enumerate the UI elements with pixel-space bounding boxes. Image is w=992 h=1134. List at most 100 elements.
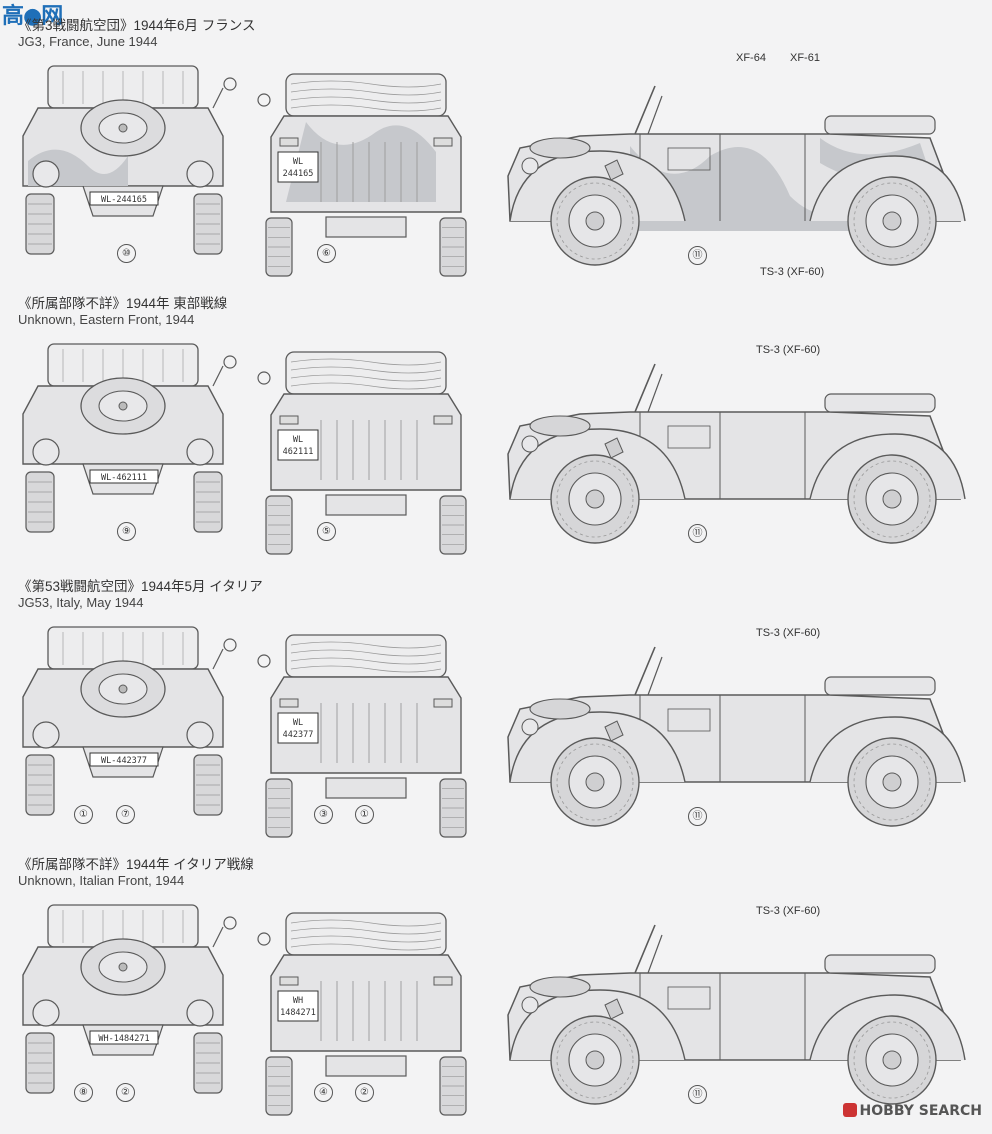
- headlight: [521, 996, 539, 1014]
- paint-label: XF-64: [736, 52, 766, 64]
- canvas-fold: [290, 104, 442, 112]
- mirror: [223, 916, 237, 930]
- tire-tread: [853, 743, 931, 821]
- rear-plate-line2: 462111: [283, 447, 314, 457]
- scheme-caption-jp: 《所属部隊不詳》1944年 東部戦線: [18, 296, 228, 311]
- mirror: [223, 355, 237, 369]
- scheme-section-2: 《所属部隊不詳》1944年 東部戦線 Unknown, Eastern Fron…: [0, 292, 992, 573]
- headlight: [186, 438, 214, 466]
- rear-plate: [277, 151, 319, 183]
- headlight: [32, 721, 60, 749]
- tire-tread: [853, 460, 931, 538]
- hub: [882, 489, 902, 509]
- scheme-caption-jp: 《第53戦闘航空団》1944年5月 イタリア: [18, 579, 263, 594]
- tail-light: [433, 415, 453, 425]
- side-callout: ⑪: [688, 807, 707, 826]
- canvas-fold: [290, 96, 442, 104]
- mirror: [257, 93, 271, 107]
- mirror: [257, 932, 271, 946]
- windscreen-post: [634, 924, 656, 974]
- headlight: [186, 721, 214, 749]
- vehicle-views: WH-1484271 WH 1484271: [22, 904, 966, 1116]
- headlight: [186, 999, 214, 1027]
- hub: [585, 772, 605, 792]
- rear-body: [270, 393, 462, 491]
- hobby-search-watermark: HOBBY SEARCH: [842, 1103, 982, 1119]
- tire-tread: [556, 743, 634, 821]
- canvas-fold: [290, 358, 442, 366]
- tail-light: [279, 698, 299, 708]
- paint-label: TS-3 (XF-60): [756, 627, 821, 639]
- canvas-fold: [290, 935, 442, 943]
- scheme-caption-en: Unknown, Italian Front, 1944: [18, 873, 185, 888]
- stencil-box: [667, 147, 711, 171]
- front-callout: ⑩: [117, 244, 136, 263]
- rear-callout: ⑤: [317, 522, 336, 541]
- folded-top: [824, 115, 936, 135]
- canvas-fold: [290, 374, 442, 382]
- front-callout: ⑨: [117, 522, 136, 541]
- rear-plate: [277, 712, 319, 744]
- rear-callout: ②: [355, 1083, 374, 1102]
- mirror: [223, 638, 237, 652]
- scheme-caption-en: JG3, France, June 1944: [18, 34, 158, 49]
- tail-light: [433, 698, 453, 708]
- paint-label: TS-3 (XF-60): [756, 905, 821, 917]
- canvas-fold: [290, 366, 442, 374]
- front-view: WL-462111: [22, 343, 237, 533]
- scheme-caption-en: Unknown, Eastern Front, 1944: [18, 312, 195, 327]
- canvas-fold: [290, 80, 442, 88]
- hub: [882, 772, 902, 792]
- scheme-caption-jp: 《第3戦闘航空団》1944年6月 フランス: [18, 18, 256, 33]
- rear-plate-line2: 1484271: [280, 1008, 316, 1018]
- headlight: [32, 160, 60, 188]
- tail-light: [433, 137, 453, 147]
- canvas-fold: [290, 88, 442, 96]
- rear-view: WH 1484271: [257, 912, 467, 1116]
- mirror: [257, 654, 271, 668]
- front-view: WH-1484271: [22, 904, 237, 1094]
- windscreen-post: [634, 85, 656, 135]
- scheme-section-4: 《所属部隊不詳》1944年 イタリア戦線 Unknown, Italian Fr…: [0, 853, 992, 1134]
- front-callout: ①: [74, 805, 93, 824]
- front-plate-text: WL-462111: [101, 473, 147, 483]
- headlight: [521, 718, 539, 736]
- hub-cap: [118, 123, 128, 133]
- scheme-caption-en: JG53, Italy, May 1944: [18, 595, 144, 610]
- front-callout: ⑧: [74, 1083, 93, 1102]
- front-callout: ⑦: [116, 805, 135, 824]
- shovel: [604, 720, 624, 742]
- rear-bumper: [325, 1055, 407, 1077]
- mirror-arm: [212, 926, 224, 948]
- folded-canvas: [285, 634, 447, 678]
- folded-canvas: [285, 351, 447, 395]
- folded-top: [824, 954, 936, 974]
- canvas-fold: [290, 927, 442, 935]
- hub: [585, 1050, 605, 1070]
- hub: [882, 211, 902, 231]
- hub-cap: [118, 962, 128, 972]
- front-plate: [89, 469, 159, 484]
- rear-body: [270, 954, 462, 1052]
- scheme-section-1: 《第3戦闘航空団》1944年6月 フランス JG3, France, June …: [0, 14, 992, 295]
- tail-light: [279, 137, 299, 147]
- side-view: [507, 924, 966, 1105]
- mirror-arm: [212, 365, 224, 387]
- mirror: [257, 371, 271, 385]
- headlight: [521, 157, 539, 175]
- tire-tread: [853, 1021, 931, 1099]
- folded-canvas: [285, 73, 447, 117]
- rear-bumper: [325, 216, 407, 238]
- paint-label: XF-61: [790, 52, 820, 64]
- side-callout: ⑪: [688, 524, 707, 543]
- rear-plate-line1: WH: [293, 996, 303, 1006]
- shovel: [604, 159, 624, 181]
- rear-bumper: [325, 494, 407, 516]
- canvas-fold: [290, 649, 442, 657]
- windscreen-post: [647, 95, 663, 135]
- tire-tread: [556, 1021, 634, 1099]
- rear-bumper: [325, 777, 407, 799]
